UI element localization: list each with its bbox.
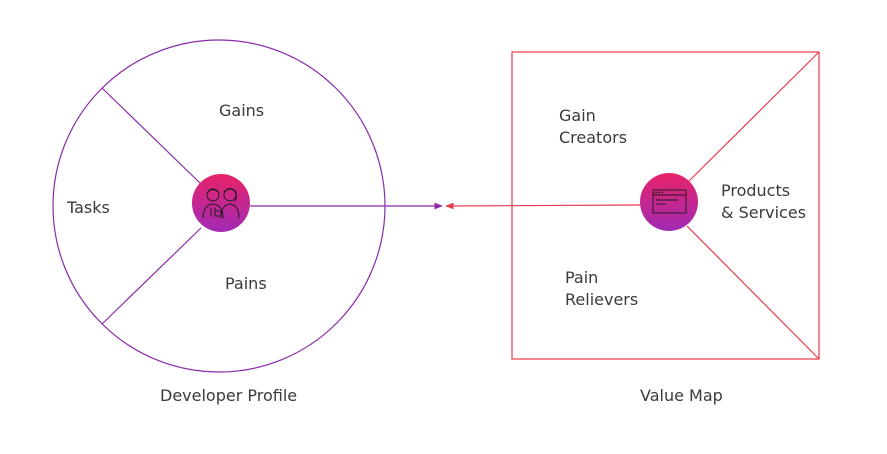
pains-label: Pains [225, 274, 267, 293]
gain-creators-line1: Gain [559, 106, 596, 125]
profile-divider-lower [101, 227, 202, 325]
gain-creators-line2: Creators [559, 128, 628, 147]
value-map-caption: Value Map [640, 386, 723, 405]
products-line1: Products [721, 181, 791, 200]
value-map-node [640, 173, 698, 231]
products-line2: & Services [721, 203, 807, 222]
pain-relievers-line1: Pain [565, 268, 599, 287]
products-services-label: Products & Services [721, 180, 806, 224]
value-map-connector-arrow [445, 202, 642, 210]
developer-profile-caption: Developer Profile [160, 386, 298, 405]
value-map-diagonal-upper [686, 51, 820, 184]
terminal-window-icon [652, 189, 687, 214]
gain-creators-label: Gain Creators [559, 105, 627, 149]
gains-label: Gains [219, 101, 265, 120]
pain-relievers-label: Pain Relievers [565, 267, 638, 311]
tasks-label: Tasks [67, 198, 110, 217]
profile-divider-upper [101, 87, 202, 185]
pain-relievers-line2: Relievers [565, 290, 639, 309]
profile-node [192, 174, 250, 232]
value-map-diagonal-lower [686, 225, 820, 360]
developers-icon [202, 188, 240, 219]
